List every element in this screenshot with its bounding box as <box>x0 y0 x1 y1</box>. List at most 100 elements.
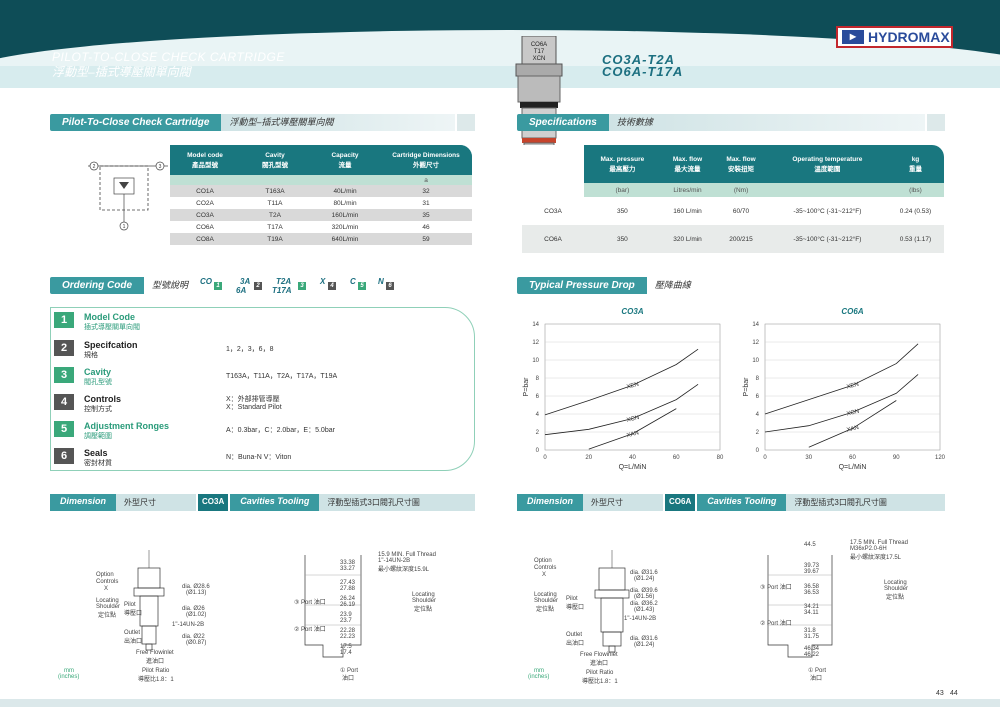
dim1-d1: dia. Ø28.6 <box>182 584 210 590</box>
cav2-dim: 39.73 <box>804 563 820 569</box>
dim2-pilot-zh: 導壓口 <box>566 605 585 611</box>
dim1-flow-zh: 進油口 <box>146 659 165 665</box>
svg-text:2: 2 <box>93 164 96 170</box>
dim2-flow: Free Flowinlet <box>580 652 618 658</box>
y-tick-label: 12 <box>532 340 539 346</box>
series-line <box>544 348 699 416</box>
dim2-locating: Locating <box>534 592 557 598</box>
cavity-drawing-co6a <box>767 555 833 658</box>
ordering-panel <box>50 307 475 471</box>
y-tick-label: 6 <box>536 394 540 400</box>
y-tick-label: 2 <box>536 430 540 436</box>
dim2-outlet: Outlet <box>566 632 583 638</box>
dim2-d1b: (Ø1.24) <box>634 576 655 582</box>
cav2-thread2: M36xP2.0-6H <box>850 546 887 552</box>
series-label: XAN <box>846 425 859 434</box>
dim1-pilot: Pilot <box>124 602 136 608</box>
dim1-shoulder: Shoulder <box>96 604 121 610</box>
cav1-dim: 26.19 <box>340 602 356 608</box>
cav1-port3: ③ Port 油口 <box>294 600 326 606</box>
dim2-controls: Controls <box>534 565 557 571</box>
model-code-2: CO6A-T17A <box>602 64 684 79</box>
dim2-outlet-zh: 出油口 <box>566 641 585 647</box>
dim1-outlet: Outlet <box>124 630 141 636</box>
y-tick-label: 4 <box>756 412 760 418</box>
cav2-depth: 最小螺紋深度17.5L <box>850 555 902 561</box>
dim2-shoulder: Shoulder <box>534 598 559 604</box>
cav1-port1: ① Port <box>340 668 359 674</box>
cav2-thread: 17.5 MIN. Full Thread <box>850 540 908 546</box>
dim1-d1b: (Ø1.13) <box>186 590 207 596</box>
section-spec-zh: 技術數據 <box>608 114 925 131</box>
dim1-zh: 外型尺寸 <box>116 494 197 511</box>
y-tick-label: 2 <box>756 430 760 436</box>
ordering-code-string: CO 1 3A 6A 2 T2A T17A 3 X 4 C 5 N 6 <box>200 277 400 297</box>
cav2-dim: 31.8 <box>804 628 816 634</box>
cav1-dim: 23.7 <box>340 618 352 624</box>
section-spec-label: Specifications <box>517 114 609 131</box>
cav2-shoulder: Shoulder <box>884 586 909 592</box>
series-line <box>808 400 897 448</box>
y-tick-label: 0 <box>536 448 540 454</box>
dim1-tag: CO3A <box>198 494 229 511</box>
cavity-drawing-co3a <box>304 555 362 658</box>
section-dim1-header: Dimension 外型尺寸 CO3A Cavities Tooling 浮動型… <box>50 494 475 511</box>
cav1-zh: 定位點 <box>414 607 433 613</box>
valve-schematic: 2 3 1 <box>88 161 168 231</box>
dim2-zh: 外型尺寸 <box>583 494 664 511</box>
y-axis-label: P=bar <box>743 377 750 397</box>
dim2-unit2: (inches) <box>528 674 550 680</box>
section-pilot-zh: 浮動型–插式導壓關單向閥 <box>221 114 455 131</box>
dim1-d4b: (Ø0.87) <box>186 640 207 646</box>
y-tick-label: 8 <box>536 376 540 382</box>
dim1-pilot-zh: 導壓口 <box>124 611 143 617</box>
page-number-right: 44 <box>950 690 958 697</box>
cav2-dim: 31.75 <box>804 634 820 640</box>
x-tick-label: 0 <box>763 455 767 461</box>
logo-text: HYDROMAX <box>868 29 950 45</box>
y-tick-label: 14 <box>752 322 759 328</box>
cav2-dim: 46.22 <box>804 652 820 658</box>
section-ordering-label: Ordering Code <box>50 277 145 294</box>
dim2-ratio: Pilot Ratio <box>586 670 614 676</box>
cav2-dim: 39.67 <box>804 569 820 575</box>
series-line <box>764 374 919 433</box>
logo-mark-icon: ▶ <box>842 30 864 44</box>
cav1-zh: 浮動型插式3口閥孔尺寸圖 <box>319 494 475 511</box>
footer-bar <box>0 699 1000 707</box>
dim2-pilot: Pilot <box>566 596 578 602</box>
dim2-x: X <box>542 572 547 578</box>
dim1-d4: dia. Ø22 <box>182 634 205 640</box>
y-tick-label: 10 <box>532 358 539 364</box>
dim2-ratio-zh: 導壓比1.8：1 <box>582 679 618 685</box>
model-code-1: CO3A-T2A <box>602 52 676 67</box>
hydromax-logo: ▶ HYDROMAX <box>836 26 953 48</box>
cav1-locating: Locating <box>412 592 435 598</box>
section-dim2-header: Dimension 外型尺寸 CO6A Cavities Tooling 浮動型… <box>517 494 945 511</box>
series-label: XCN <box>626 415 640 424</box>
dim1-outlet-zh: 出油口 <box>124 639 143 645</box>
x-tick-label: 80 <box>717 455 724 461</box>
dim1-unit2: (inches) <box>58 674 80 680</box>
sub-a: a <box>424 176 428 184</box>
dim2-d1: dia. Ø31.6 <box>630 570 658 576</box>
dim2-flow-zh: 進油口 <box>590 661 609 667</box>
cav1-dim: 17.5 <box>340 644 352 650</box>
cav2-dim: 46.34 <box>804 646 820 652</box>
dim2-option: Option <box>534 558 552 564</box>
y-tick-label: 4 <box>536 412 540 418</box>
dimension-drawing-co6a <box>594 550 630 653</box>
dim1-controls: Controls <box>96 579 119 585</box>
x-tick-label: 20 <box>585 455 592 461</box>
cav1-dim: 22.28 <box>340 628 356 634</box>
cav1-port1-zh: 油口 <box>342 676 355 682</box>
